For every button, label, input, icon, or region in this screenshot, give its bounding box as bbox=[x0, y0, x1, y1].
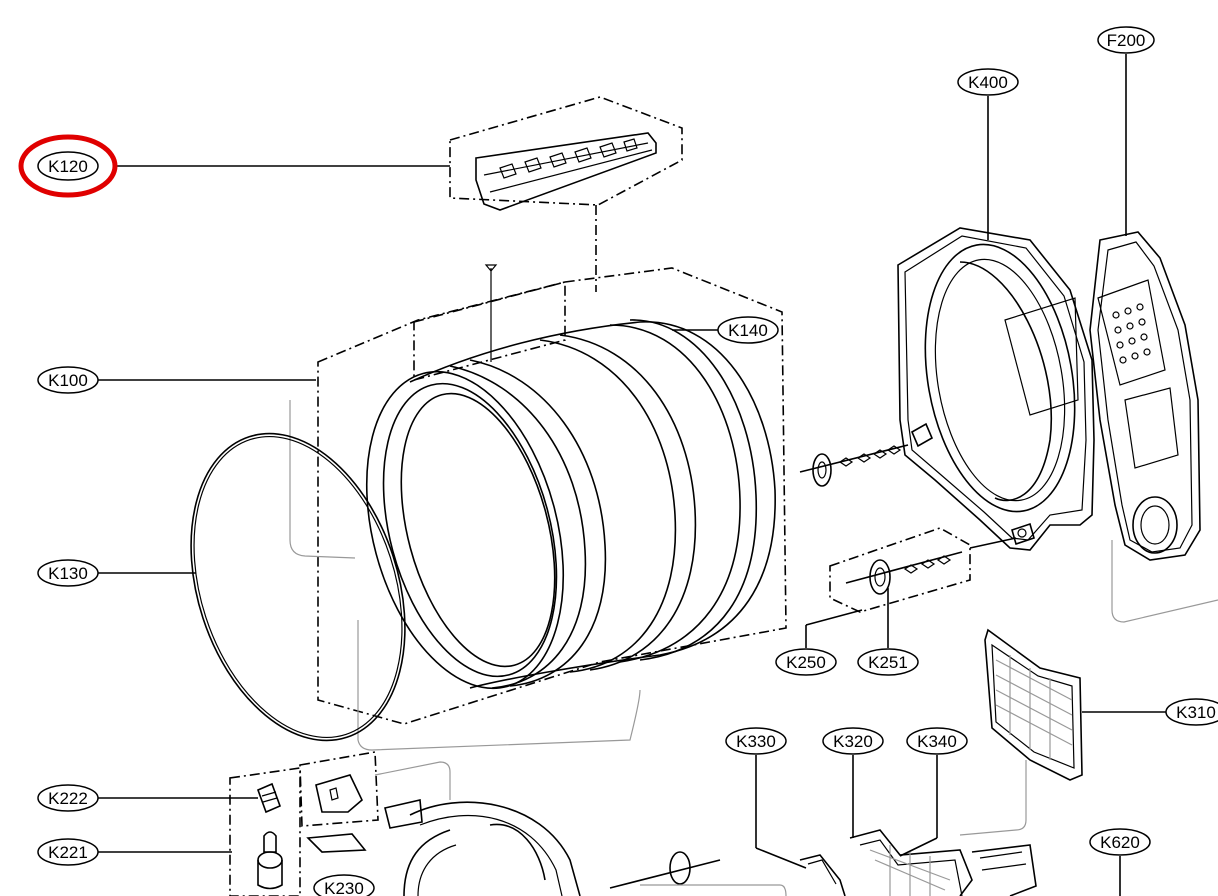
leader-lines bbox=[98, 54, 1166, 896]
label-k140-text: K140 bbox=[728, 321, 768, 340]
label-k400-text: K400 bbox=[968, 73, 1008, 92]
label-k251[interactable]: K251 bbox=[857, 648, 919, 676]
label-k400[interactable]: K400 bbox=[957, 68, 1019, 96]
part-k400-drawing bbox=[897, 227, 1095, 551]
label-k100[interactable]: K100 bbox=[37, 366, 99, 394]
label-k100-text: K100 bbox=[48, 371, 88, 390]
label-k230-text: K230 bbox=[324, 879, 364, 896]
drum-drawing bbox=[289, 264, 787, 751]
label-k221[interactable]: K221 bbox=[37, 838, 99, 866]
label-k310-text: K310 bbox=[1176, 703, 1216, 722]
label-k140[interactable]: K140 bbox=[717, 316, 779, 344]
lower-parts-drawing bbox=[609, 829, 1037, 896]
label-k320[interactable]: K320 bbox=[822, 727, 884, 755]
label-k130-text: K130 bbox=[48, 564, 88, 583]
highlight-circle bbox=[18, 134, 118, 198]
label-k222[interactable]: K222 bbox=[37, 784, 99, 812]
label-k620-text: K620 bbox=[1100, 833, 1140, 852]
bottom-left-parts-drawing bbox=[229, 751, 581, 896]
label-k310[interactable]: K310 bbox=[1165, 698, 1218, 726]
label-k320-text: K320 bbox=[833, 732, 873, 751]
label-k620[interactable]: K620 bbox=[1089, 828, 1151, 856]
label-k222-text: K222 bbox=[48, 789, 88, 808]
label-k340[interactable]: K340 bbox=[906, 727, 968, 755]
part-k130-gasket-inner bbox=[193, 435, 403, 739]
label-k221-text: K221 bbox=[48, 843, 88, 862]
label-k120-text: K120 bbox=[48, 157, 88, 176]
shaft-drawing bbox=[799, 444, 1017, 613]
label-k230[interactable]: K230 bbox=[313, 874, 375, 896]
part-k130-gasket bbox=[190, 432, 406, 742]
label-k330[interactable]: K330 bbox=[725, 727, 787, 755]
label-k330-text: K330 bbox=[736, 732, 776, 751]
part-k310-drawing bbox=[959, 628, 1083, 836]
label-k130[interactable]: K130 bbox=[37, 559, 99, 587]
label-k250-text: K250 bbox=[786, 653, 826, 672]
part-f200-drawing bbox=[1089, 231, 1218, 623]
label-k251-text: K251 bbox=[868, 653, 908, 672]
label-f200[interactable]: F200 bbox=[1097, 26, 1155, 54]
label-k120[interactable]: K120 bbox=[37, 151, 99, 181]
label-k340-text: K340 bbox=[917, 732, 957, 751]
label-k250[interactable]: K250 bbox=[775, 648, 837, 676]
label-f200-text: F200 bbox=[1107, 31, 1146, 50]
part-k120-drawing bbox=[449, 96, 683, 292]
